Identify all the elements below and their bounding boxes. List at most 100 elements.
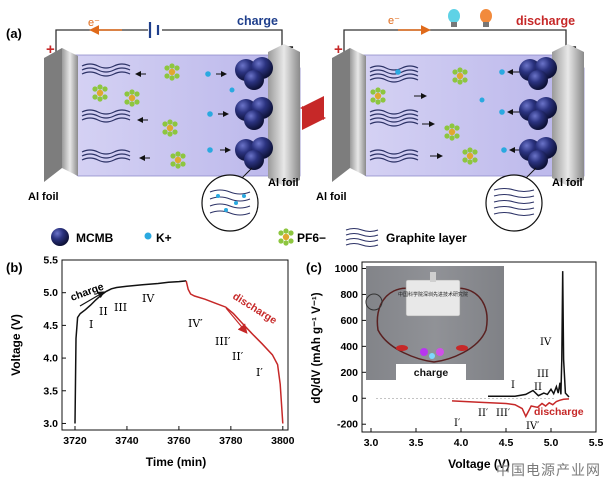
c-stage-III: III bbox=[537, 369, 549, 380]
b-series-charge bbox=[74, 280, 187, 424]
panel-c-lines bbox=[376, 271, 570, 419]
charge-graphite-stacks bbox=[81, 63, 131, 163]
panel-c-frame bbox=[361, 261, 597, 433]
c-stage-I-prime: I′ bbox=[454, 418, 461, 429]
charge-ion-arrows bbox=[135, 71, 231, 161]
discharge-al-plate-left-side bbox=[332, 48, 350, 182]
charge-zoom-graphite bbox=[209, 189, 251, 216]
c-stage-II-prime: II′ bbox=[478, 408, 489, 419]
legend-pf6-icon bbox=[278, 228, 294, 246]
c-ytick-label: 800 bbox=[340, 289, 358, 301]
inset-institute-text: 中国科学院深圳先进技术研究院 bbox=[398, 291, 468, 298]
b-xtick-label: 3740 bbox=[115, 435, 139, 447]
panel-a-label: (a) bbox=[6, 26, 22, 41]
c-ytick-label: 600 bbox=[340, 315, 358, 327]
charge-pf6-ions bbox=[92, 63, 186, 169]
c-xtick-label: 5.0 bbox=[544, 437, 559, 449]
discharge-plus-sign: + bbox=[334, 41, 343, 58]
watermark-text: 中国电源产业网 bbox=[496, 463, 601, 479]
b-ytick-label: 4.0 bbox=[43, 353, 58, 365]
b-xtick-label: 3760 bbox=[167, 435, 191, 447]
discharge-k-ions bbox=[395, 69, 507, 153]
b-xlabel: Time (min) bbox=[146, 455, 206, 469]
b-ytick-label: 4.5 bbox=[43, 320, 58, 332]
charge-wire-left bbox=[55, 29, 148, 52]
discharge-graphite-stacks bbox=[369, 65, 419, 163]
panel-c-label: (c) bbox=[306, 260, 322, 275]
charge-mcmb-spheres bbox=[235, 57, 273, 170]
c-series-charge bbox=[488, 271, 570, 398]
institute-seal-icon bbox=[365, 293, 383, 311]
charge-wire-right bbox=[162, 29, 283, 46]
c-xtick-label: 4.5 bbox=[499, 437, 514, 449]
b-ylabel: Voltage (V) bbox=[9, 314, 23, 376]
legend-k-label: K+ bbox=[156, 231, 172, 245]
c-stage-I: I bbox=[511, 380, 515, 391]
charge-title: charge bbox=[237, 14, 278, 28]
discharge-wire bbox=[343, 29, 567, 52]
discharge-zoom-circle bbox=[485, 174, 543, 232]
b-stage-III-prime: III′ bbox=[215, 335, 231, 348]
b-charge-label: charge bbox=[69, 281, 106, 304]
b-xtick-label: 3800 bbox=[271, 435, 295, 447]
b-charge-arrow bbox=[79, 291, 106, 307]
legend-graphite-icon bbox=[345, 227, 379, 248]
charge-k-ions bbox=[205, 71, 235, 153]
discharge-al-plate-left bbox=[350, 48, 366, 176]
inset-photo: 中国科学院深圳先进技术研究院 charge bbox=[365, 266, 504, 380]
legend-mcmb-label: MCMB bbox=[76, 231, 114, 245]
discharge-pf6-ions bbox=[370, 67, 478, 165]
led-icon bbox=[420, 348, 444, 359]
charge-graphite-plate bbox=[268, 44, 300, 186]
discharge-al-foil-left: Al foil bbox=[316, 191, 347, 203]
b-stage-II: II bbox=[99, 305, 108, 318]
panel-b-lines bbox=[74, 280, 284, 424]
b-stage-IV: IV bbox=[142, 292, 155, 305]
discharge-zoom-graphite bbox=[493, 187, 535, 217]
c-discharge-label: discharge bbox=[534, 406, 584, 418]
charge-al-foil-right: Al foil bbox=[268, 177, 299, 189]
legend-k-icon bbox=[144, 232, 152, 240]
c-xtick-label: 5.5 bbox=[589, 437, 604, 449]
c-stage-III-prime: III′ bbox=[496, 408, 511, 419]
charge-plus-sign: + bbox=[46, 41, 55, 58]
panel-a-legend: MCMB K+ PF6− Graphite layer bbox=[51, 227, 467, 248]
c-ytick-label: -200 bbox=[337, 419, 358, 431]
charge-al-foil-left: Al foil bbox=[28, 191, 59, 203]
c-ytick-label: 0 bbox=[352, 393, 358, 405]
inset-charge-label: charge bbox=[414, 367, 449, 379]
b-stage-I-prime: I′ bbox=[256, 366, 263, 379]
inset-wire-loop bbox=[376, 287, 488, 363]
c-ylabel: dQ/dV (mAh g⁻¹ V⁻¹) bbox=[311, 292, 323, 403]
c-stage-IV-prime: IV′ bbox=[526, 421, 540, 432]
charge-al-plate-left bbox=[62, 48, 78, 176]
c-series-discharge bbox=[451, 398, 570, 419]
legend-graphite-label: Graphite layer bbox=[386, 231, 467, 245]
c-ytick-label: 400 bbox=[340, 341, 358, 353]
panel-a: (a) + − e⁻ charge bbox=[6, 9, 585, 248]
discharge-title: discharge bbox=[516, 14, 575, 28]
b-discharge-arrow bbox=[225, 307, 248, 334]
panel-c-annotations: I II III IV I′ II′ III′ IV′ discharge bbox=[454, 337, 584, 432]
b-stage-II-prime: II′ bbox=[232, 350, 244, 363]
c-xtick-label: 3.5 bbox=[409, 437, 424, 449]
charge-zoom-k-ions bbox=[216, 194, 246, 212]
charge-al-plate-left-side bbox=[44, 48, 62, 182]
b-ytick-label: 3.0 bbox=[43, 418, 58, 430]
bulb-icon bbox=[448, 9, 492, 27]
discharge-al-foil-right: Al foil bbox=[552, 177, 583, 189]
b-stage-I: I bbox=[89, 318, 93, 331]
panel-b-frame bbox=[61, 259, 289, 431]
c-stage-IV: IV bbox=[540, 337, 552, 348]
b-ytick-label: 5.5 bbox=[43, 255, 58, 267]
panel-b-label: (b) bbox=[6, 260, 23, 275]
discharge-cell: + − e⁻ discharge bbox=[316, 9, 585, 232]
charge-zoom-circle bbox=[201, 174, 259, 232]
legend-mcmb-icon bbox=[51, 228, 69, 246]
charge-cell: + − e⁻ charge bbox=[28, 14, 301, 232]
c-stage-II: II bbox=[534, 382, 542, 393]
